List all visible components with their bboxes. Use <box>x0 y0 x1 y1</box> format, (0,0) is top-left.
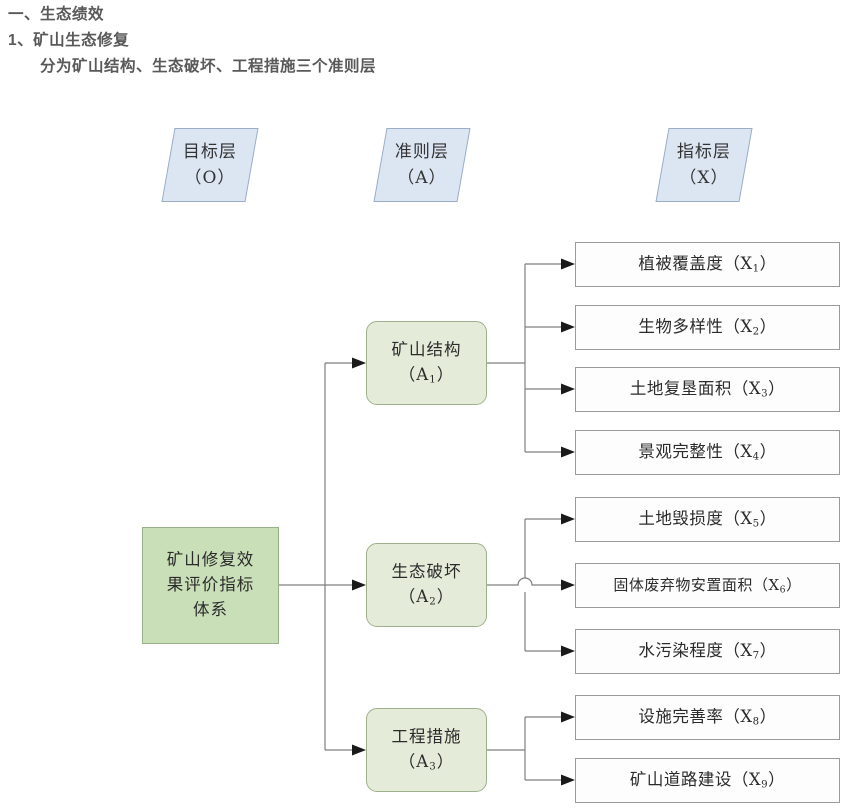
criterion-a1-code: （A1） <box>398 364 455 386</box>
indicator-x5-name: 土地毁损度 <box>638 509 724 529</box>
arrow-x5 <box>561 513 575 525</box>
heading-block: 一、生态绩效 1、矿山生态修复 分为矿山结构、生态破坏、工程措施三个准则层 <box>8 2 708 80</box>
banner-indicator-title: 指标层 <box>677 141 731 162</box>
indicator-node-x2[interactable]: 生物多样性（X2） <box>575 305 840 350</box>
arrow-x4 <box>561 446 575 458</box>
arrow-a2 <box>352 579 366 591</box>
wire-a2-stub-hop <box>487 577 561 586</box>
arrow-x2 <box>561 321 575 333</box>
indicator-x9-name: 矿山道路建设 <box>629 770 732 790</box>
banner-indicator-code: （X） <box>679 167 729 187</box>
indicator-node-x3[interactable]: 土地复垦面积（X3） <box>575 367 840 412</box>
indicator-node-x5[interactable]: 土地毁损度（X5） <box>575 497 840 542</box>
arrow-x7 <box>561 645 575 657</box>
indicator-x4-name: 景观完整性 <box>638 442 724 462</box>
arrow-x3 <box>561 383 575 395</box>
heading-line-1: 一、生态绩效 <box>8 6 105 23</box>
arrow-a1 <box>352 357 366 369</box>
arrow-a3 <box>352 744 366 756</box>
criterion-node-a1[interactable]: 矿山结构 （A1） <box>366 321 487 405</box>
indicator-x7-name: 水污染程度 <box>638 641 724 661</box>
indicator-node-x7[interactable]: 水污染程度（X7） <box>575 629 840 674</box>
indicator-node-x1[interactable]: 植被覆盖度（X1） <box>575 242 840 287</box>
banner-criterion-title: 准则层 <box>395 141 449 162</box>
criterion-a2-name: 生态破坏 <box>391 562 462 582</box>
goal-line-3: 体系 <box>193 599 228 619</box>
banner-goal-code: （O） <box>184 167 236 187</box>
goal-line-2: 果评价指标 <box>166 575 255 595</box>
arrow-x8 <box>561 711 575 723</box>
arrow-x1 <box>561 258 575 270</box>
arrow-x9 <box>561 774 575 786</box>
indicator-node-x4[interactable]: 景观完整性（X4） <box>575 430 840 475</box>
indicator-x3-name: 土地复垦面积 <box>629 379 732 399</box>
indicator-node-x8[interactable]: 设施完善率（X8） <box>575 695 840 740</box>
criterion-a1-name: 矿山结构 <box>391 340 462 360</box>
criterion-a3-name: 工程措施 <box>391 727 462 747</box>
indicator-x2-name: 生物多样性 <box>638 317 724 337</box>
heading-line-3: 分为矿山结构、生态破坏、工程措施三个准则层 <box>40 58 377 75</box>
indicator-node-x9[interactable]: 矿山道路建设（X9） <box>575 758 840 803</box>
banner-goal-title: 目标层 <box>183 141 237 162</box>
heading-line-2: 1、矿山生态修复 <box>8 32 130 49</box>
banner-criterion-layer: 准则层 （A） <box>373 128 471 202</box>
goal-line-1: 矿山修复效 <box>166 550 255 570</box>
criterion-a2-code: （A2） <box>398 586 455 608</box>
indicator-node-x6[interactable]: 固体废弃物安置面积（X6） <box>575 563 840 608</box>
banner-goal-layer: 目标层 （O） <box>161 128 259 202</box>
criterion-a3-code: （A3） <box>398 751 455 773</box>
indicator-x1-name: 植被覆盖度 <box>638 254 724 274</box>
criterion-node-a2[interactable]: 生态破坏 （A2） <box>366 543 487 627</box>
banner-indicator-layer: 指标层 （X） <box>655 128 753 202</box>
banner-criterion-code: （A） <box>397 167 447 187</box>
goal-node[interactable]: 矿山修复效 果评价指标 体系 <box>142 527 279 644</box>
indicator-x6-name: 固体废弃物安置面积 <box>613 575 753 594</box>
criterion-node-a3[interactable]: 工程措施 （A3） <box>366 708 487 792</box>
arrow-x6 <box>561 579 575 591</box>
indicator-x8-name: 设施完善率 <box>638 707 724 727</box>
